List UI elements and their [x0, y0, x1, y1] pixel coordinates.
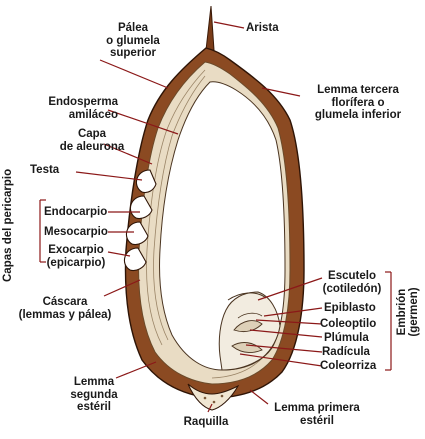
radicle-shape — [231, 342, 263, 354]
rachilla-base — [187, 383, 240, 411]
pericarp-lobes — [123, 169, 157, 272]
label-lemma-primera: Lemma primera estéril — [274, 402, 360, 427]
embryo-bracket — [385, 271, 392, 371]
label-lemma-segunda: Lemma segunda estéril — [70, 376, 118, 413]
label-endocarpio: Endocarpio — [44, 206, 108, 218]
label-coleorriza: Coleorriza — [320, 360, 377, 372]
label-cascara: Cáscara (lemmas y pálea) — [18, 296, 112, 321]
label-capas-pericarpio: Capas del pericarpio — [2, 168, 14, 282]
label-raquilla: Raquilla — [183, 416, 229, 428]
label-palea: Pálea o glumela superior — [106, 22, 160, 59]
label-plumula: Plúmula — [324, 332, 369, 344]
label-exocarpio: Exocarpio (epicarpio) — [46, 244, 106, 269]
label-mesocarpio: Mesocarpio — [44, 226, 108, 238]
leader-lines — [75, 21, 323, 413]
label-lemma-tercera: Lemma tercera florífera o glumela inferi… — [314, 84, 402, 121]
label-coleoptilo: Coleoptilo — [320, 318, 377, 330]
label-endosperma: Endosperma amiláceo — [48, 96, 118, 121]
label-escutelo: Escutelo (cotiledón) — [322, 270, 382, 295]
label-epiblasto: Epiblasto — [324, 302, 376, 314]
plumule-shape — [233, 320, 263, 333]
label-aleurona: Capa de aleurona — [59, 128, 125, 153]
label-testa: Testa — [30, 164, 60, 176]
label-embrion: Embrión (germen) — [396, 287, 420, 337]
label-radicula: Radícula — [322, 346, 370, 358]
awn-shape — [205, 5, 215, 51]
pericarp-bracket — [39, 199, 46, 263]
scutellum-shape — [227, 292, 267, 301]
label-arista: Arista — [246, 22, 279, 34]
